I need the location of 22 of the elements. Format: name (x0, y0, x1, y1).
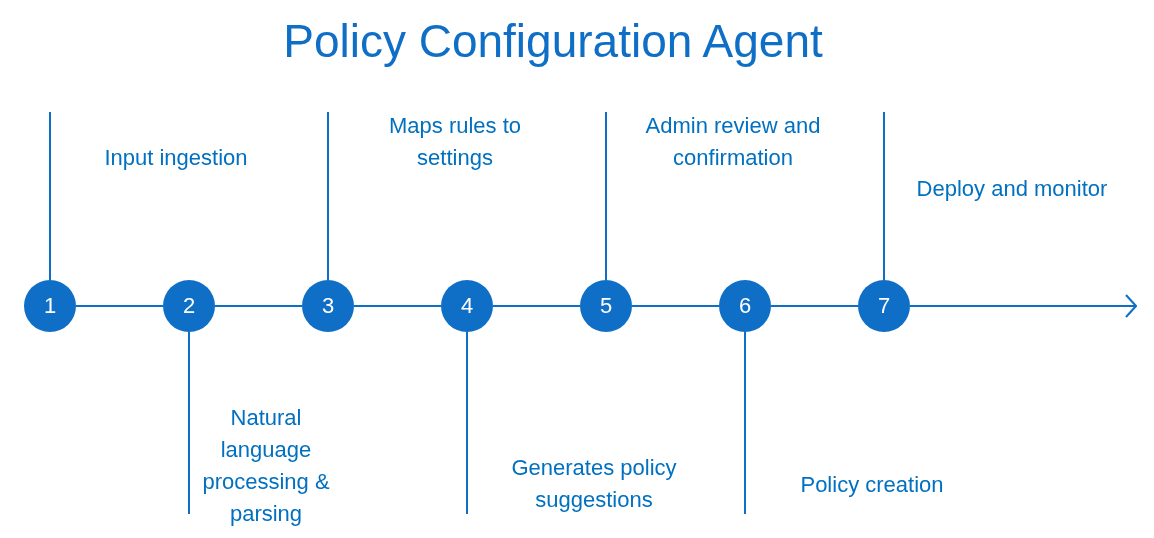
connector (353, 305, 442, 307)
step-description: Policy creation (799, 471, 945, 499)
step-description: Deploy and monitor (915, 175, 1109, 203)
connector (492, 305, 581, 307)
step-number-circle: 5 (580, 280, 632, 332)
step-number-circle: 4 (441, 280, 493, 332)
step-number-circle: 1 (24, 280, 76, 332)
connector (631, 305, 720, 307)
diagram-title: Policy Configuration Agent (282, 14, 824, 68)
step-description: Admin review and confirmation (644, 112, 822, 172)
step-number-circle: 7 (858, 280, 910, 332)
step-number-circle: 3 (302, 280, 354, 332)
step-description: Natural language processing & parsing (201, 404, 331, 528)
step-description: Maps rules to settings (387, 112, 523, 172)
arrow (909, 294, 1137, 318)
connector (75, 305, 164, 307)
connector (770, 305, 859, 307)
step-number-circle: 2 (163, 280, 215, 332)
step-description: Input ingestion (103, 144, 249, 172)
connector (214, 305, 303, 307)
step-description: Generates policy suggestions (510, 454, 678, 514)
step-number-circle: 6 (719, 280, 771, 332)
